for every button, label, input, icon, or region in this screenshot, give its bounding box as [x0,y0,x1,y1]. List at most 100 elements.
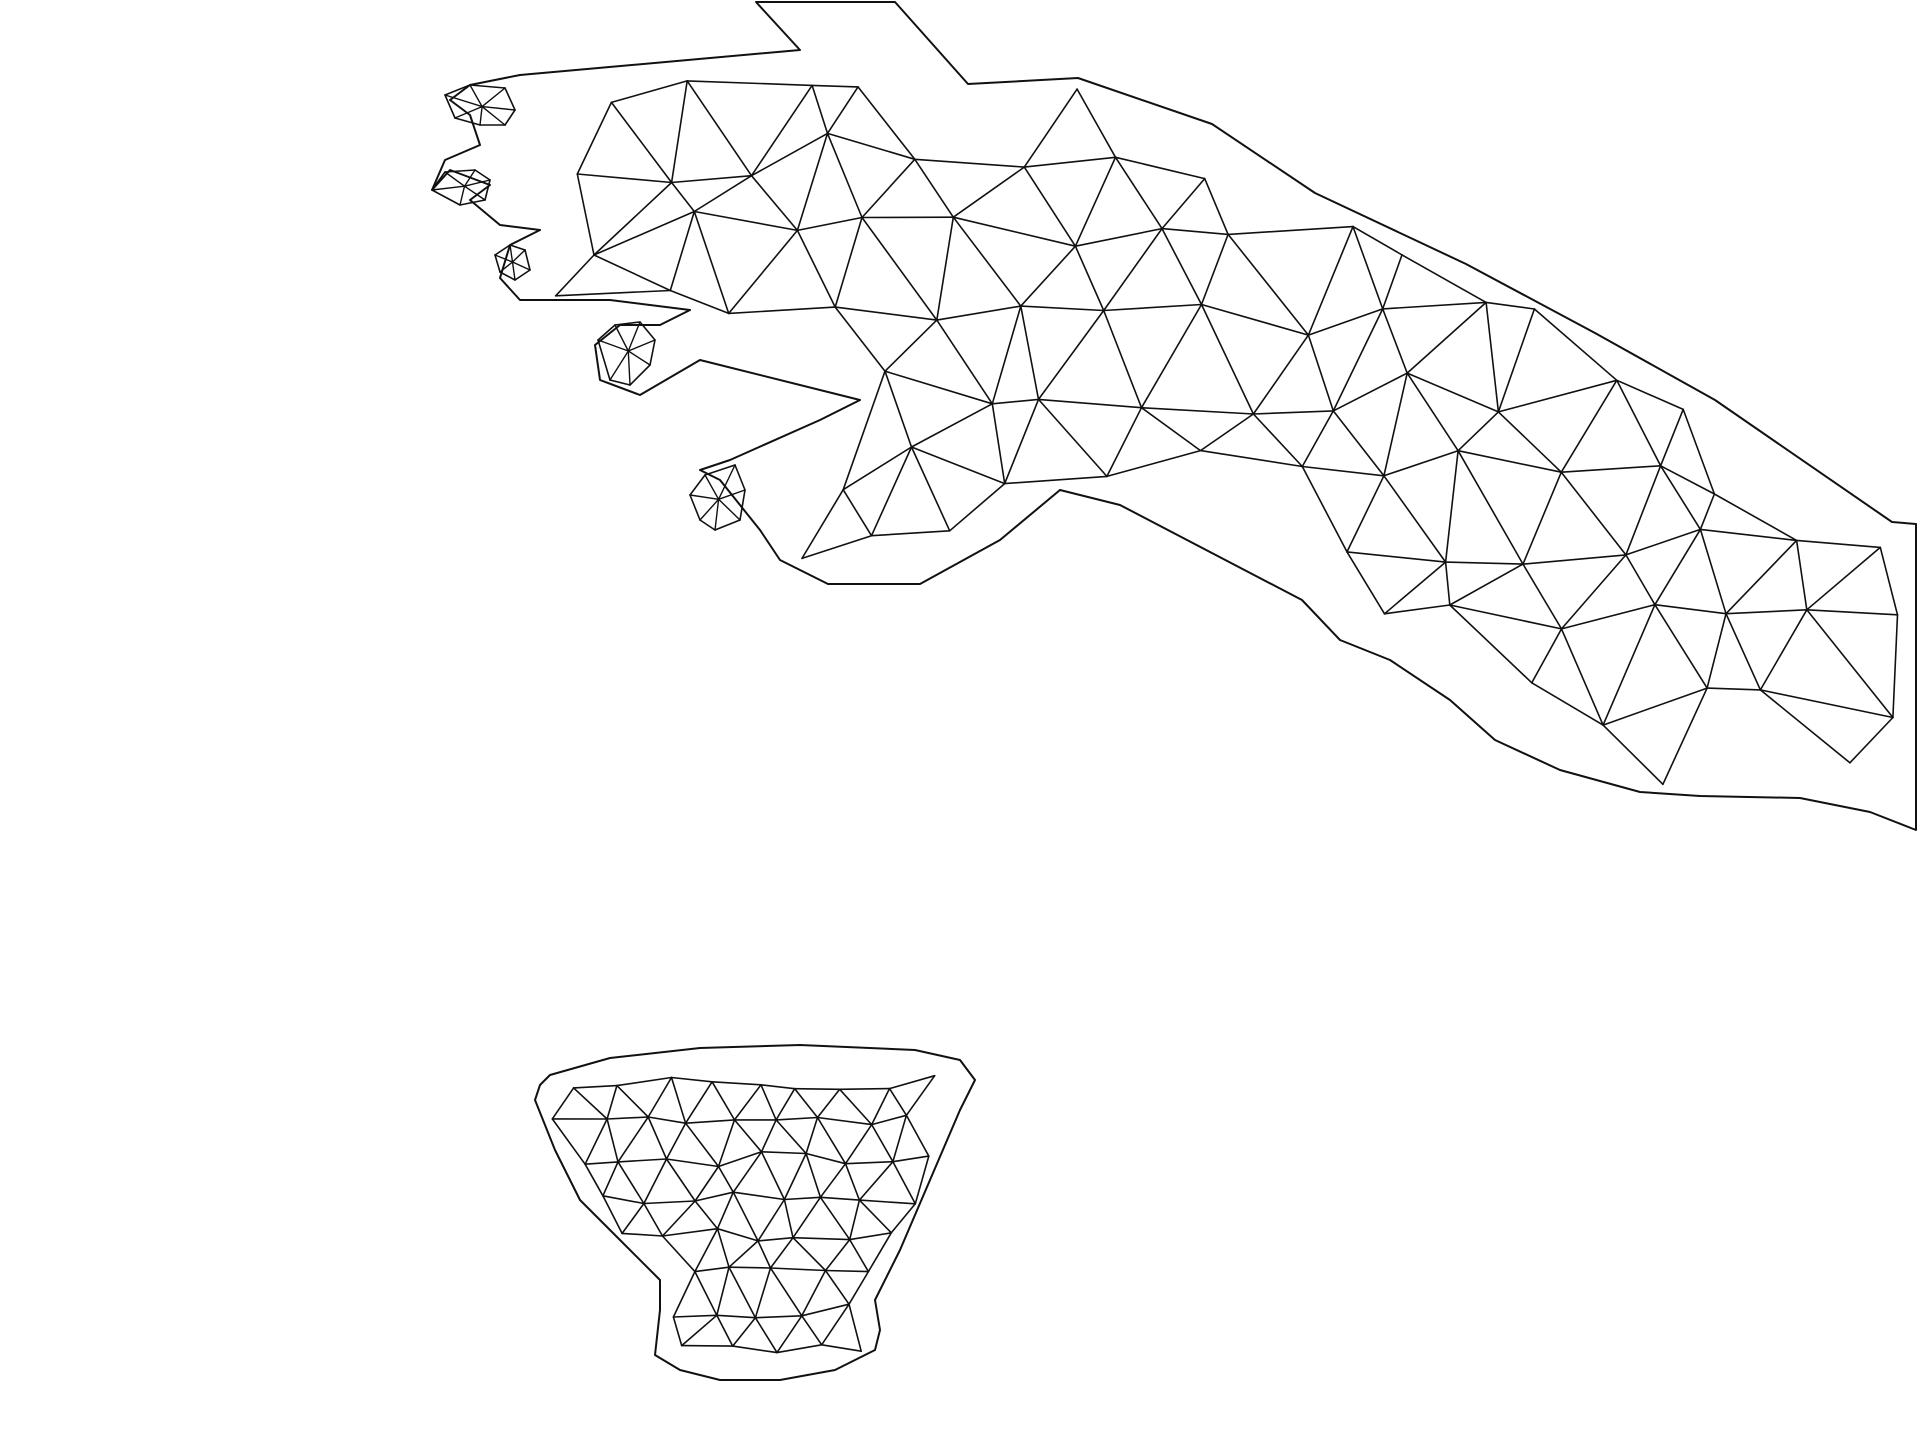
hand-mesh-edge [1102,227,1163,312]
cup-mesh-edge [694,1266,730,1273]
hand-mesh-tip-edge [717,489,746,500]
hand-mesh-edge [1332,410,1385,477]
hand-mesh-edge [870,446,913,537]
hand-mesh-edge [1383,449,1459,477]
hand-mesh-edge [1114,156,1163,230]
cup-mesh-edge [816,1116,847,1165]
hand-mesh-edge [1759,689,1894,719]
cup-mesh-edge [800,1315,823,1346]
cup-mesh-edge [731,1316,757,1347]
hand-mesh-edge [884,319,938,373]
hand-mesh-edge [1037,398,1143,409]
cup-mesh-edge [892,1114,908,1163]
hand-mesh-edge [857,86,916,161]
hand-mesh-tip-edge [481,105,506,126]
cup-mesh-edge [672,1314,718,1318]
cup-mesh-edge [606,1084,618,1120]
cup-mesh-edge [694,1191,735,1202]
hand-mesh-tip-edge [714,498,720,531]
cup-mesh-edge [844,1162,861,1201]
cup-mesh-edge [905,1074,936,1117]
hand-mesh-edge [1037,309,1105,401]
hand-mesh-edge [1706,687,1762,691]
cup-mesh-edge [824,1269,870,1273]
hand-mesh-edge [576,173,673,184]
cup-mesh-outline [534,1044,976,1381]
hand-mesh-edge [1352,225,1384,310]
hand-mesh-edge [1332,308,1384,412]
hand-mesh-edge [1383,561,1447,615]
hand-mesh-edge [1662,687,1708,786]
hand-mesh-edge [1849,716,1894,764]
hand-mesh-tip-edge [627,321,641,352]
hand-mesh-edge [1879,546,1899,616]
cup-mesh-edge [800,1303,850,1317]
cup-mesh-edge [732,1191,759,1242]
hand-mesh-edge [861,216,938,321]
hand-mesh-edge [750,132,829,177]
hand-mesh-tip-edge [479,105,483,126]
cup-mesh-edge [584,1161,619,1165]
hand-mesh-edge [1659,464,1702,531]
hand-mesh-edge [1307,334,1335,412]
hand-mesh-tip-edge [444,94,456,119]
hand-mesh-edge [750,174,799,232]
hand-mesh-edge [1401,254,1487,304]
cup-mesh-edge [711,1081,736,1121]
hand-mesh-edge [1457,449,1563,474]
hand-mesh-edge [1531,628,1563,684]
cup-mesh-edge [776,1344,823,1354]
cup-mesh-edge [643,1200,696,1205]
cup-mesh-edge [684,1122,720,1168]
hand-mesh-edge [1406,372,1459,452]
hand-mesh-tip-edge [509,244,514,263]
hand-mesh-tip-edge [463,185,486,201]
cup-mesh-edge [617,1116,650,1163]
hand-mesh-edge [576,173,595,256]
cup-mesh-edge [665,1122,687,1160]
hand-mesh-edge [842,446,913,491]
cup-mesh-edge [661,1200,696,1237]
cup-mesh-edge [584,1118,608,1165]
hand-mesh-edge [1140,406,1202,452]
hand-mesh-edge [910,446,951,532]
hand-mesh-edge [1106,449,1202,478]
hand-mesh-tip-edge [699,498,720,521]
cup-mesh-edge [694,1200,719,1230]
cup-mesh-edge [680,1314,718,1347]
hand-mesh-tip-edge [459,185,466,206]
hand-mesh-edge [842,488,873,537]
cup-mesh-edge [665,1158,696,1202]
hand-mesh-edge [1560,603,1656,630]
cup-mesh-edge [792,1236,827,1272]
hand-mesh-edge [1307,225,1354,336]
hand-mesh-tip-edge [627,350,631,386]
hand-mesh-tip-edge [494,244,511,256]
cup-mesh-edge [602,1195,623,1235]
hand-mesh [431,1,1917,831]
cup-mesh-edge [760,1151,807,1155]
hand-mesh-tip-edge [629,364,651,386]
hand-mesh-edge [1352,225,1403,256]
hand-mesh-edge [1602,724,1664,786]
hand-mesh-tip-edge [444,94,483,108]
cup-mesh-edge [870,1114,908,1126]
cup-mesh-edge [717,1165,735,1193]
hand-mesh-edge [811,84,859,88]
hand-mesh-edge [593,181,673,256]
hand-mesh-edge [1227,233,1310,336]
cup-mesh-edge [905,1114,930,1157]
hand-mesh-edge [1444,561,1524,565]
hand-mesh-edge [952,166,1026,218]
hand-mesh-edge [861,158,916,219]
hand-mesh-tip-edge [463,169,476,187]
hand-mesh-tip-edge [597,324,616,341]
cup-mesh-edge [783,1198,794,1239]
cup-mesh-edge [805,1116,819,1155]
hand-mesh-edge [1725,539,1798,615]
cup-mesh-edge [754,1267,772,1319]
hand-mesh-tip-edge [704,474,720,500]
hand-mesh-edge [1252,334,1310,415]
hand-mesh-tip-edge [444,171,466,187]
